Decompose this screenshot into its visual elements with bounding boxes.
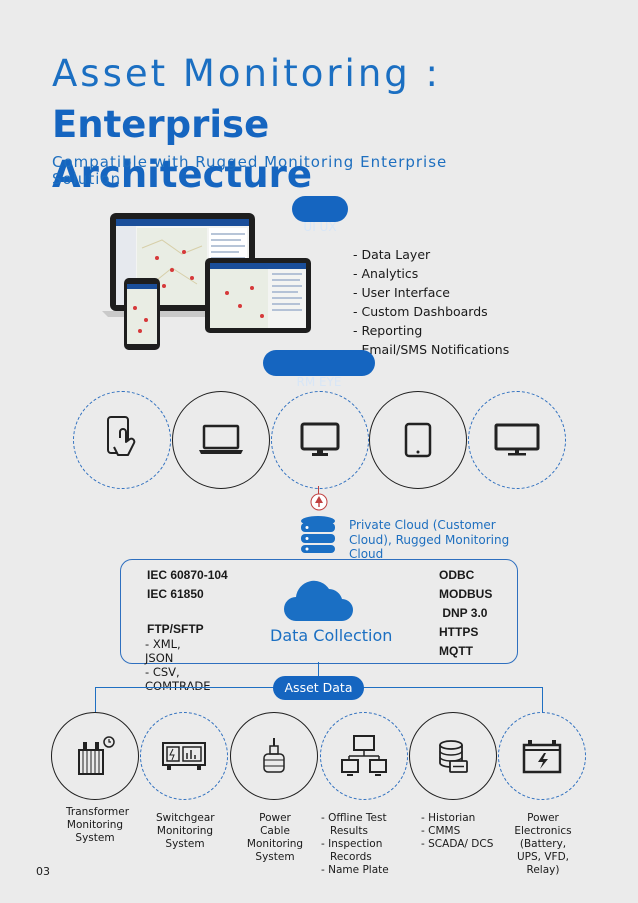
bus-drop <box>95 687 97 713</box>
source-circle-power-cable <box>230 712 318 800</box>
mobile-touch-icon <box>107 416 136 456</box>
device-circle-monitor <box>468 391 566 489</box>
protocol-item: HTTPS <box>439 625 479 639</box>
page-title-emphasis: Enterprise Architecture <box>52 103 312 196</box>
right-protocols: ODBC MODBUS DNP 3.0 HTTPS MQTT <box>439 566 492 661</box>
desktop-icon <box>300 422 340 456</box>
devices-illustration <box>102 213 311 350</box>
device-circle-laptop <box>172 391 270 489</box>
feature-item: Reporting <box>353 321 509 340</box>
protocol-item: IEC 61850 <box>147 587 204 601</box>
device-circle-mobile <box>73 391 171 489</box>
connector-line <box>318 486 319 496</box>
format-item: CSV, COMTRADE <box>145 665 211 693</box>
historian-list: Historian CMMS SCADA/ DCS <box>421 812 501 851</box>
formats-list: XML, JSON CSV, COMTRADE <box>145 637 211 693</box>
device-circle-tablet <box>369 391 467 489</box>
ftp-label: FTP/SFTP <box>147 622 204 636</box>
bus-drop <box>542 687 544 713</box>
protocol-item: MODBUS <box>439 587 493 601</box>
ui-ux-pill: UI UX <box>292 196 348 234</box>
source-circle-transformer <box>51 712 139 800</box>
source-circle-switchgear <box>140 712 228 800</box>
private-cloud-label: Private Cloud (Customer Cloud), Rugged M… <box>349 518 510 561</box>
device-circle-desktop <box>271 391 369 489</box>
list-item: Historian <box>421 812 501 825</box>
data-collection-label: Data Collection <box>270 626 393 645</box>
feature-item: User Interface <box>353 283 509 302</box>
format-item: XML, JSON <box>145 637 203 665</box>
power-cable-icon <box>263 738 285 773</box>
ui-features-list: Data Layer Analytics User Interface Cust… <box>353 245 509 359</box>
feature-item: Data Layer <box>353 245 509 264</box>
list-item: SCADA/ DCS <box>421 838 501 851</box>
list-item: Offline Test Results <box>321 812 401 838</box>
protocol-item: IEC 60870-104 <box>147 568 228 582</box>
transformer-label: Transformer Monitoring System <box>66 806 130 844</box>
laptop-icon <box>199 424 243 454</box>
list-item: Inspection Records <box>321 838 401 864</box>
power-electronics-label: Power Electronics (Battery, UPS, VFD, Re… <box>514 812 572 876</box>
network-computers-icon <box>341 735 387 776</box>
protocol-item: DNP 3.0 <box>439 606 488 620</box>
list-item: CMMS <box>421 825 501 838</box>
page-subtitle: Compatible with Rugged Monitoring Enterp… <box>52 153 448 188</box>
database-icon <box>301 516 335 553</box>
server-database-icon <box>439 740 468 773</box>
feature-item: Email/SMS Notifications <box>353 340 509 359</box>
offline-records-list: Offline Test Results Inspection Records … <box>321 812 401 877</box>
feature-item: Analytics <box>353 264 509 283</box>
page-title: Asset Monitoring : <box>52 52 441 95</box>
source-circle-offline-records <box>320 712 408 800</box>
cloud-icon <box>284 580 353 621</box>
left-protocols: IEC 60870-104 IEC 61850 <box>147 566 228 604</box>
feature-item: Custom Dashboards <box>353 302 509 321</box>
protocol-item: MQTT <box>439 644 473 658</box>
source-circle-historian <box>409 712 497 800</box>
transformer-icon <box>78 736 115 775</box>
switchgear-icon <box>162 742 206 770</box>
up-arrow-icon <box>310 493 328 511</box>
asset-data-pill: Asset Data <box>273 676 364 700</box>
bus-connector <box>318 662 320 676</box>
protocol-item: ODBC <box>439 568 475 582</box>
tablet-icon <box>404 422 432 458</box>
power-cable-label: Power Cable Monitoring System <box>246 812 304 863</box>
source-circle-power-electronics <box>498 712 586 800</box>
battery-bolt-icon <box>522 740 562 774</box>
list-item: Name Plate <box>321 864 401 877</box>
page-number: 03 <box>36 865 50 878</box>
switchgear-label: Switchgear Monitoring System <box>156 812 215 850</box>
rm-eye-pill: RM EYE <box>263 350 375 389</box>
monitor-icon <box>494 423 540 456</box>
